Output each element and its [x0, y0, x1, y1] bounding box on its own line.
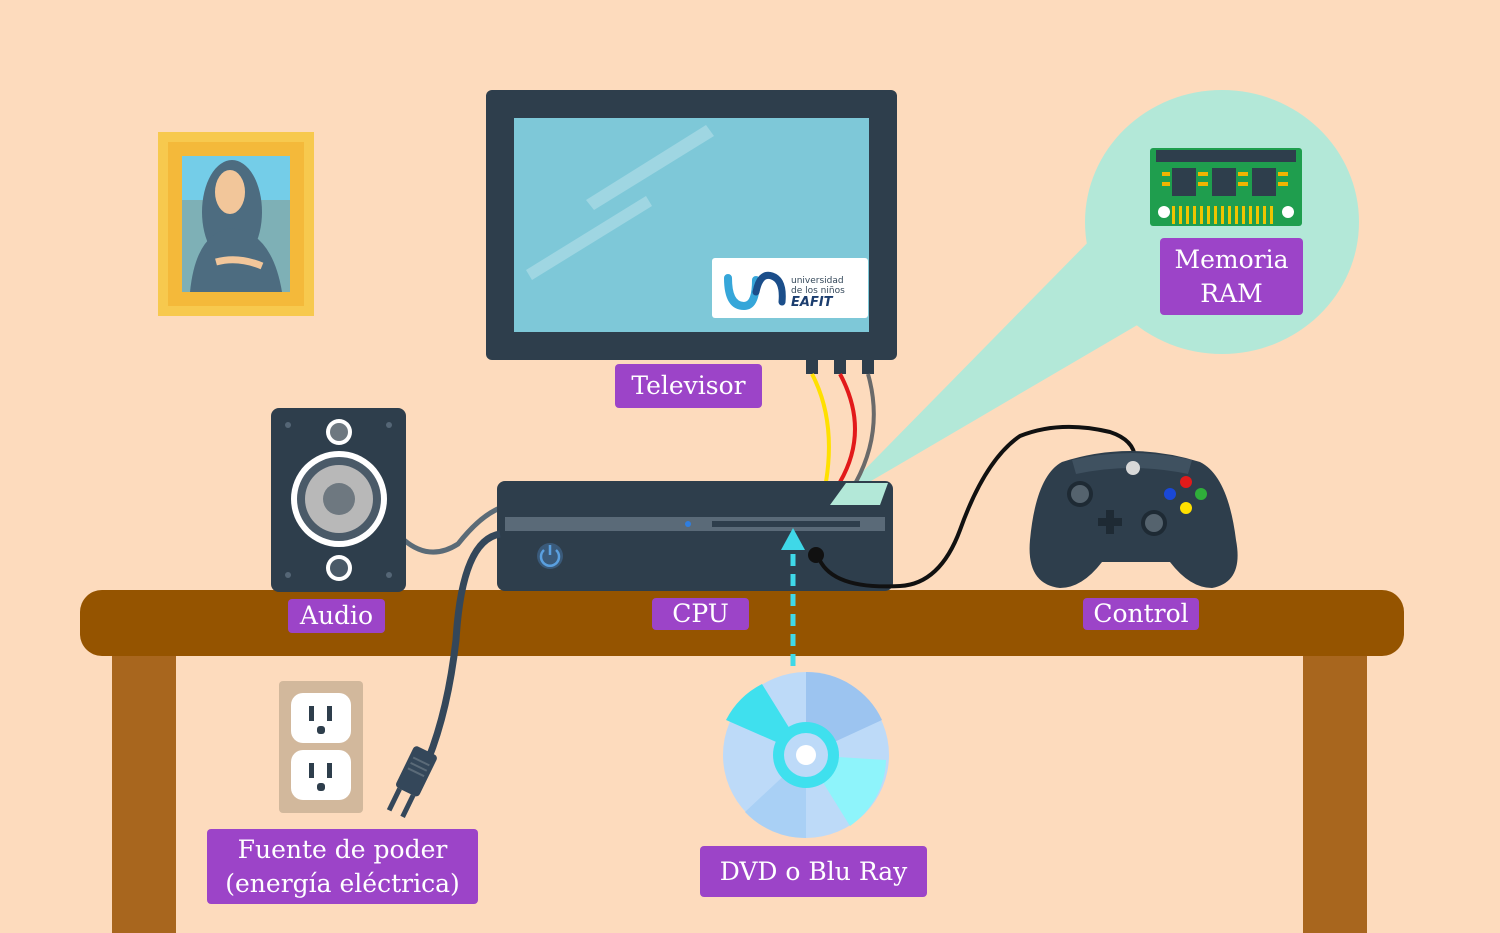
fuente-de-poder-label-line-2: (energía eléctrica) — [225, 868, 460, 898]
controller-cable — [816, 424, 1137, 589]
power-button-icon — [537, 543, 563, 569]
logo-line-1: universidad — [791, 276, 844, 286]
fuente-de-poder-label-line-1: Fuente de poder — [237, 834, 448, 864]
yellow-cable — [810, 373, 831, 483]
fuente-de-poder-label: Fuente de poder (energía eléctrica) — [207, 829, 478, 904]
tv-icon — [486, 90, 897, 374]
wall-outlet-icon — [279, 681, 363, 813]
grey-cable — [854, 373, 876, 483]
audio-label: Audio — [288, 599, 385, 633]
table-leg-left — [112, 650, 176, 933]
speaker-cable — [402, 505, 502, 555]
control-label: Control — [1083, 598, 1199, 630]
memoria-ram-label-line-1: Memoria — [1174, 244, 1289, 274]
eafit-logo: universidad de los niños EAFIT — [712, 258, 868, 318]
logo-line-2: de los niños — [791, 286, 845, 296]
power-cable — [424, 530, 501, 762]
mona-lisa-frame-icon — [158, 132, 314, 316]
dvd-blu-ray-label: DVD o Blu Ray — [700, 846, 927, 897]
speaker-icon — [271, 408, 406, 592]
red-cable — [838, 373, 857, 483]
cpu-label: CPU — [652, 598, 749, 630]
ram-chip-icon — [1150, 148, 1302, 226]
gamepad-control-icon — [1029, 451, 1238, 588]
controller-cable-plug — [808, 547, 824, 563]
power-plug-icon — [386, 746, 437, 818]
table-leg-right — [1303, 650, 1367, 933]
memoria-ram-label: Memoria RAM — [1160, 238, 1303, 315]
logo-line-3: EAFIT — [791, 295, 834, 310]
memoria-ram-label-line-2: RAM — [1200, 278, 1263, 308]
televisor-label: Televisor — [615, 364, 762, 408]
dvd-disc-icon — [723, 671, 889, 839]
